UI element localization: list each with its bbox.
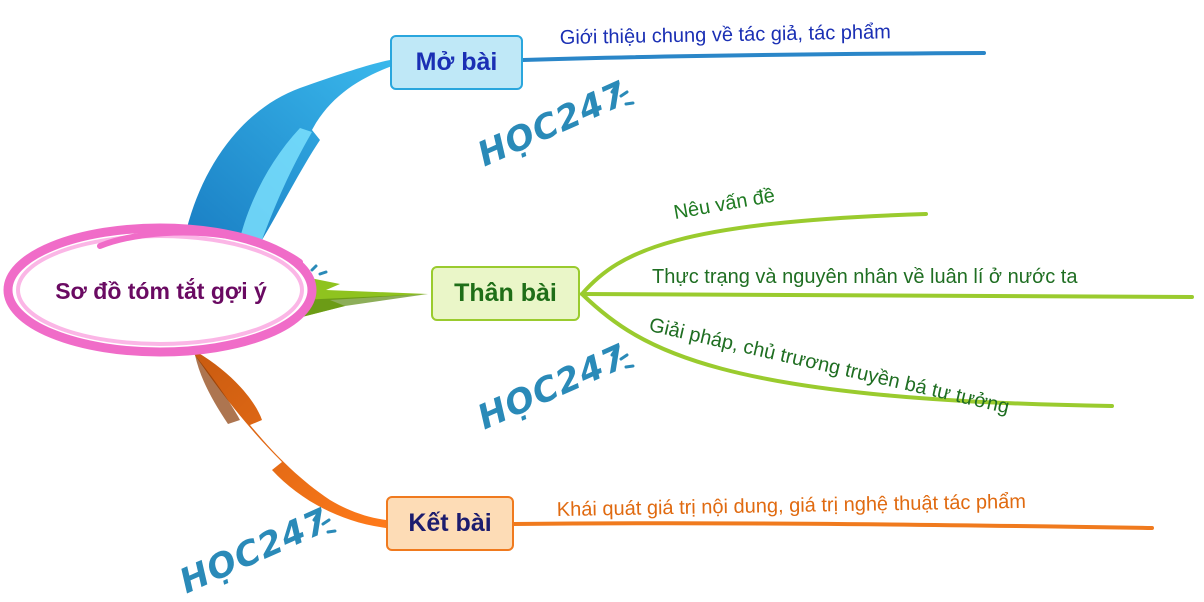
leaf-line-mo-bai (521, 51, 986, 62)
branch-connector-ket-bai (190, 348, 386, 528)
leaf-text-than-bai-2: Thực trạng và nguyên nhân về luân lí ở n… (652, 266, 1078, 288)
leaf-line-than-bai-2 (580, 292, 1194, 299)
branch-node-than-bai: Thân bài (431, 266, 580, 321)
branch-node-mo-bai: Mở bài (390, 35, 523, 90)
watermark-logo: HỌC247 (472, 337, 638, 438)
leaf-line-than-bai-1 (580, 212, 928, 296)
branch-connector-than-bai-shade (298, 294, 428, 318)
leaf-line-than-bai-3 (580, 292, 1114, 408)
watermark-logo: HỌC247 (174, 501, 340, 602)
center-topic: Sơ đồ tóm tắt gợi ý (55, 278, 267, 304)
watermark-logo: HỌC247 (472, 74, 638, 175)
center-ellipse-swoosh (97, 229, 303, 265)
watermark-dash-marks (310, 84, 635, 534)
branch-connector-mo-bai-highlight (240, 128, 312, 240)
leaf-line-ket-bai (512, 521, 1154, 530)
center-ellipse-outer (3, 223, 317, 357)
branch-connector-ket-bai-shade (195, 355, 240, 424)
branch-node-ket-bai: Kết bài (386, 496, 514, 551)
